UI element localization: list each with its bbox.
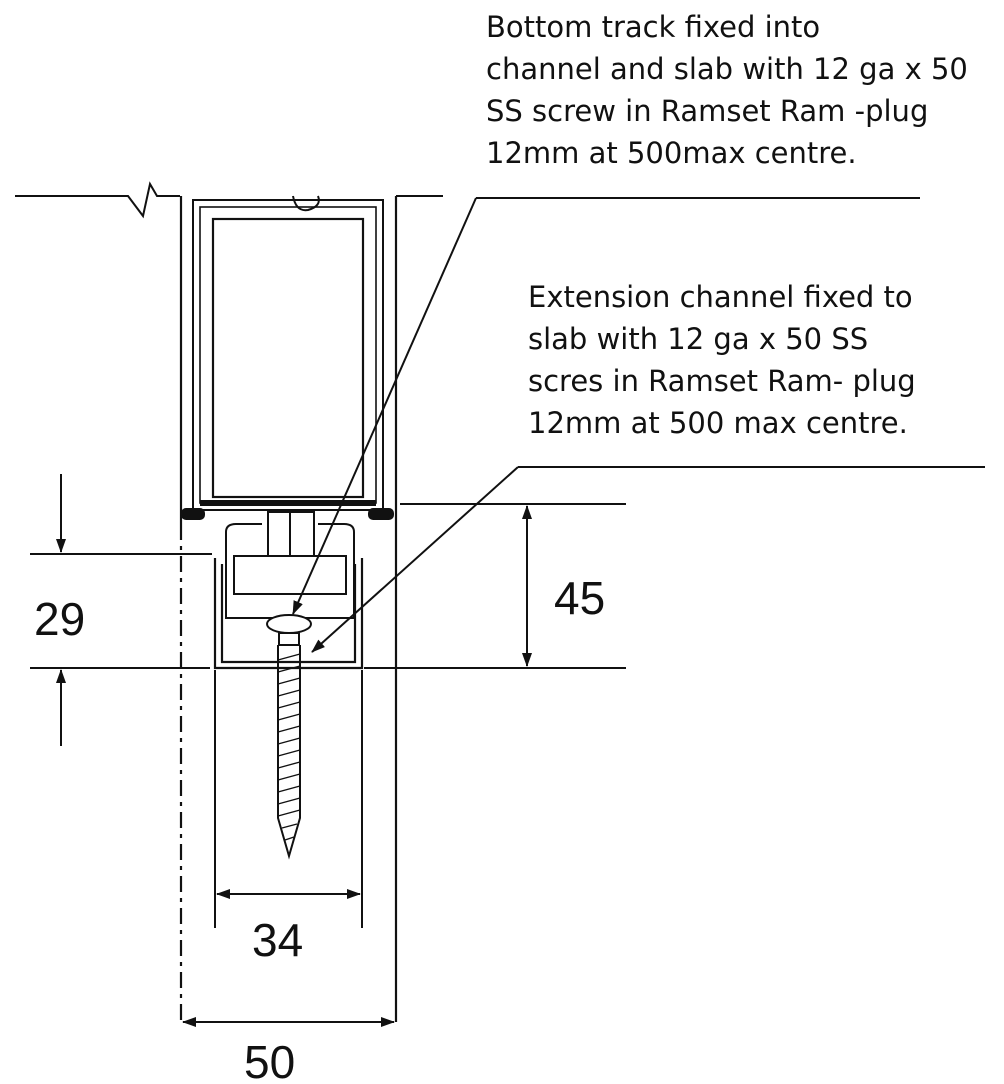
dimension-29: [30, 474, 212, 746]
dimension-34: [214, 670, 363, 928]
dimension-50-label: 50: [244, 1036, 295, 1084]
fixing-screw: [266, 614, 312, 860]
bottom-track-note-line-2: channel and slab with 12 ga x 50: [486, 52, 968, 86]
extension-channel-note-line-3: scres in Ramset Ram- plug: [528, 364, 916, 398]
bottom-track-note-line-3: SS screw in Ramset Ram -plug: [486, 94, 929, 128]
extension-channel-note: Extension channel fixed to slab with 12 …: [528, 276, 916, 444]
slab-line: [15, 181, 443, 219]
bottom-track-note: Bottom track fixed into channel and slab…: [486, 6, 968, 174]
bottom-seals: [181, 500, 394, 520]
extension-channel-note-line-2: slab with 12 ga x 50 SS: [528, 322, 869, 356]
extension-channel-note-line-1: Extension channel fixed to: [528, 280, 913, 314]
leader-lines: [292, 197, 985, 653]
extension-channel-note-line-4: 12mm at 500 max centre.: [528, 406, 908, 440]
dimension-45-label: 45: [554, 572, 605, 624]
panel-frame: [192, 195, 384, 511]
bottom-track: [225, 511, 355, 619]
outer-frame: [179, 196, 398, 1022]
bottom-track-note-line-4: 12mm at 500max centre.: [486, 136, 857, 170]
dimension-45: [364, 503, 626, 669]
bottom-track-note-line-1: Bottom track fixed into: [486, 10, 821, 44]
dimension-34-label: 34: [252, 914, 303, 966]
dimension-29-label: 29: [34, 593, 85, 645]
